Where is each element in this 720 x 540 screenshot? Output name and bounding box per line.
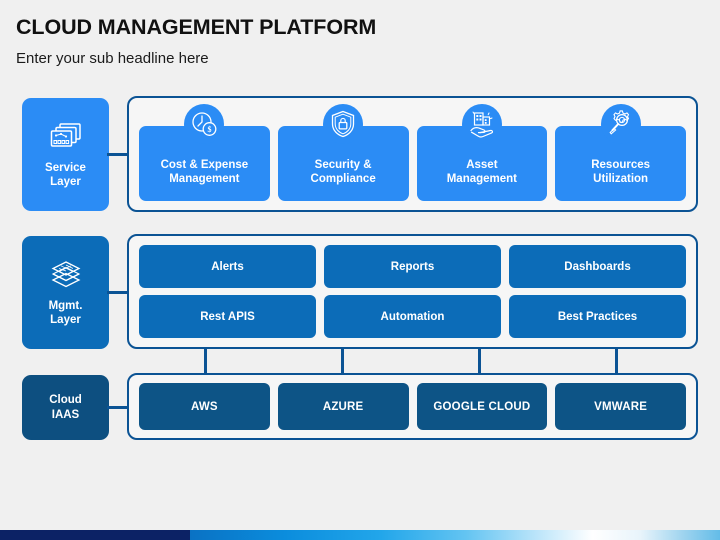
layer-label-iaas-line2: IAAS xyxy=(51,408,80,421)
service-card-label-line2: Compliance xyxy=(310,173,376,186)
footer-gradient-bar xyxy=(0,530,720,540)
service-card-security-compliance[interactable]: Security & Compliance xyxy=(277,104,409,201)
footer-gradient-segment xyxy=(190,530,720,540)
connector-service xyxy=(107,153,129,156)
layer-label-mgmt-line2: Layer xyxy=(50,314,81,326)
layer-label-mgmt-line1: Mgmt. xyxy=(48,299,83,312)
panel-cloud-iaas: AWS AZURE GOOGLE CLOUD VMWARE xyxy=(127,373,698,440)
service-card-label-line1: Cost & Expense xyxy=(160,158,249,171)
layer-label-service-line1: Service xyxy=(45,161,86,174)
layer-label-service[interactable]: Service Layer xyxy=(22,98,109,211)
connector-vertical-4 xyxy=(615,349,618,374)
connector-vertical-2 xyxy=(341,349,344,374)
stacked-layers-icon xyxy=(48,258,84,292)
page-title: CLOUD MANAGEMENT PLATFORM xyxy=(16,15,377,39)
iaas-card-aws[interactable]: AWS xyxy=(139,383,270,430)
stacked-windows-icon xyxy=(48,120,84,154)
layer-label-mgmt[interactable]: Mgmt. Layer xyxy=(22,236,109,349)
service-card-label-line2: Management xyxy=(446,173,518,186)
mgmt-card-alerts[interactable]: Alerts xyxy=(139,245,316,288)
service-card-label-line2: Utilization xyxy=(593,173,649,186)
connector-vertical-3 xyxy=(478,349,481,374)
svg-text:$: $ xyxy=(208,125,212,134)
connector-vertical-1 xyxy=(204,349,207,374)
iaas-card-azure[interactable]: AZURE xyxy=(277,383,409,430)
hand-building-icon xyxy=(461,104,502,144)
iaas-card-vmware[interactable]: VMWARE xyxy=(555,383,686,430)
mgmt-card-dashboards[interactable]: Dashboards xyxy=(509,245,686,288)
shield-lock-icon xyxy=(323,104,364,144)
connector-iaas xyxy=(107,406,129,409)
layer-label-service-line2: Layer xyxy=(50,176,81,188)
mgmt-card-reports[interactable]: Reports xyxy=(324,245,501,288)
page-subtitle: Enter your sub headline here xyxy=(16,50,209,67)
panel-service-layer: $ Cost & Expense Management xyxy=(127,96,698,212)
mgmt-card-rest-apis[interactable]: Rest APIS xyxy=(139,295,316,338)
iaas-card-google-cloud[interactable]: GOOGLE CLOUD xyxy=(416,383,548,430)
mgmt-card-automation[interactable]: Automation xyxy=(324,295,501,338)
service-card-cost-expense-management[interactable]: $ Cost & Expense Management xyxy=(139,104,270,201)
service-card-label-line1: Resources xyxy=(591,158,651,171)
service-card-asset-management[interactable]: Asset Management xyxy=(416,104,548,201)
mgmt-card-best-practices[interactable]: Best Practices xyxy=(509,295,686,338)
footer-navy-segment xyxy=(0,530,190,540)
service-card-resources-utilization[interactable]: Resources Utilization xyxy=(555,104,686,201)
clock-dollar-icon: $ xyxy=(184,104,225,144)
layer-label-iaas-line1: Cloud xyxy=(49,394,82,407)
layer-label-cloud-iaas[interactable]: Cloud IAAS xyxy=(22,375,109,440)
panel-mgmt-layer: Alerts Reports Dashboards Rest APIS Auto… xyxy=(127,234,698,349)
service-card-label-line1: Security & xyxy=(314,158,372,171)
service-card-label-line1: Asset xyxy=(466,158,498,171)
gear-magnifier-icon xyxy=(600,104,641,144)
connector-mgmt xyxy=(107,291,129,294)
service-card-label-line2: Management xyxy=(169,173,240,186)
